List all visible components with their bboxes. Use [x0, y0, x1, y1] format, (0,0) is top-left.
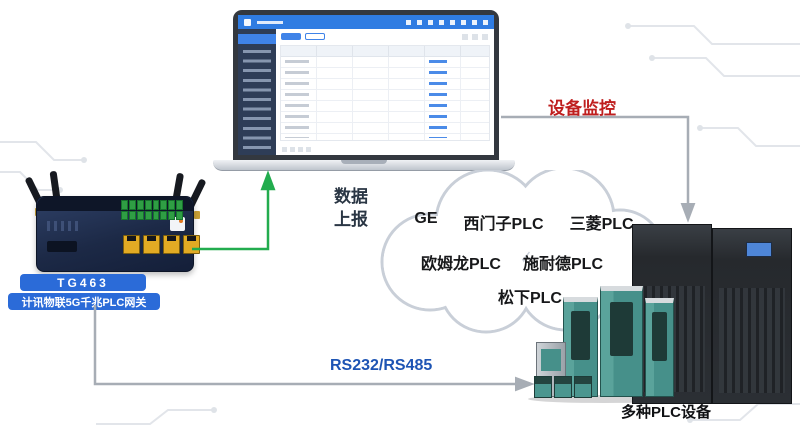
toolbar-button-outline: [305, 33, 325, 40]
data-report-arrow: [192, 170, 276, 251]
cloud-brand-row: 欧姆龙PLC 施耐德PLC: [356, 250, 668, 274]
management-laptop: [213, 10, 515, 172]
console-title-placeholder: [257, 20, 283, 24]
table-header-row: [281, 46, 489, 57]
cloud-brand-row: 松下PLC: [374, 284, 686, 308]
sidebar-active-item: [238, 34, 276, 44]
console-ui: [238, 15, 494, 155]
table-cell-text-placeholders: [285, 60, 309, 138]
table-pagination: [282, 147, 311, 152]
plc-micro-module: [574, 376, 592, 398]
cabinet-display: [746, 242, 772, 257]
device-monitor-arrow: [501, 115, 696, 223]
cloud-brand-row: GE 西门子PLC 三菱PLC: [368, 210, 680, 234]
brand-mitsubishi: 三菱PLC: [569, 216, 634, 233]
serial-protocol-label: RS232/RS485: [330, 357, 433, 374]
plc-module: [600, 286, 643, 397]
console-header-bar: [238, 15, 494, 29]
table-rows: [281, 57, 489, 140]
brand-ge: GE: [414, 210, 438, 227]
plc-micro-module: [554, 376, 572, 398]
brand-panasonic: 松下PLC: [497, 290, 562, 307]
console-main-panel: [276, 29, 494, 155]
console-toolbar: [281, 33, 494, 40]
laptop-screen: [233, 10, 499, 160]
plc-module: [645, 298, 674, 397]
plc-equipment-caption: 多种PLC设备: [620, 404, 711, 421]
status-led-row: [47, 221, 81, 231]
toolbar-button: [281, 33, 301, 40]
gateway-model-badge: TG463: [20, 274, 146, 291]
console-logo-icon: [244, 18, 251, 26]
data-report-label: 数据上报: [334, 187, 368, 229]
antenna-connector: [194, 211, 200, 219]
plc-shadow: [528, 395, 680, 403]
laptop-base: [213, 160, 515, 171]
serial-link-arrow: [93, 305, 535, 392]
gateway-brand-logo: [170, 217, 185, 231]
brand-siemens: 西门子PLC: [463, 216, 544, 233]
console-data-table: [280, 45, 490, 141]
sidebar-item-list: [243, 50, 271, 149]
console-menu-icons: [406, 19, 488, 25]
laptop-notch: [341, 160, 387, 164]
brand-schneider: 施耐德PLC: [523, 256, 604, 273]
gateway-name-badge: 计讯物联5G千兆PLC网关: [8, 293, 160, 310]
console-body: [238, 29, 494, 155]
device-monitor-label: 设备监控: [548, 99, 616, 118]
console-sidebar: [238, 29, 276, 155]
sim-slot: [47, 241, 77, 252]
plc-micro-module: [534, 376, 552, 398]
terminal-block: [121, 200, 183, 220]
brand-omron: 欧姆龙PLC: [420, 256, 501, 273]
table-link-placeholders: [429, 60, 447, 138]
toolbar-right-icons: [462, 33, 488, 40]
plc-cabinet: [712, 228, 792, 404]
